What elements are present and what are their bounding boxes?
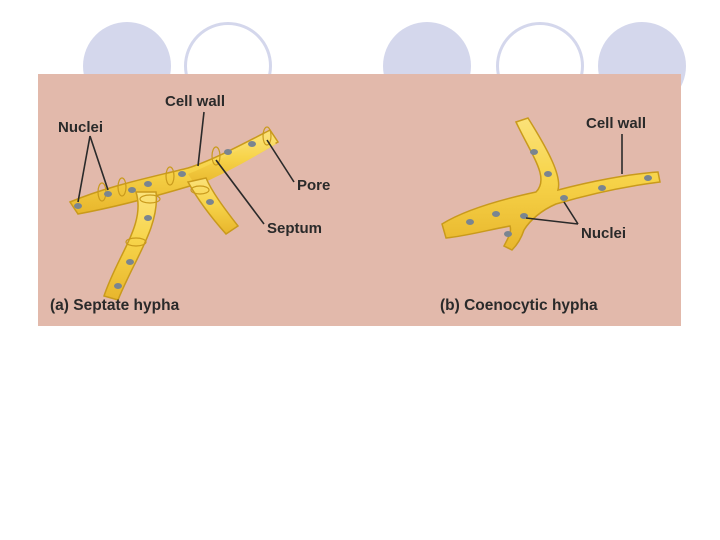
label-septum: Septum <box>267 220 323 237</box>
nucleus <box>530 149 538 155</box>
coenocytic-leader-lines <box>525 134 623 225</box>
nucleus <box>560 195 568 201</box>
septum-ring <box>190 185 210 195</box>
nucleus <box>544 171 552 177</box>
nucleus <box>248 141 256 147</box>
nucleus <box>126 259 134 265</box>
hypha-figure-panel: Nuclei Cell wall Pore Septum (a) Septate… <box>38 74 681 326</box>
septum-ring <box>165 166 175 186</box>
coenocytic-hypha <box>441 117 661 251</box>
nucleus <box>144 215 152 221</box>
nucleus <box>466 219 474 225</box>
nucleus <box>144 181 152 187</box>
septum-ring <box>262 126 272 146</box>
nucleus <box>128 187 136 193</box>
septate-short-branch <box>186 177 240 235</box>
septum-ring <box>139 194 161 204</box>
nucleus <box>520 213 528 219</box>
septate-lower-branch <box>103 191 158 301</box>
nucleus <box>492 211 500 217</box>
septum-ring <box>117 177 127 197</box>
label-pore: Pore <box>297 177 331 194</box>
label-cell-wall-coenocytic: Cell wall <box>586 115 647 132</box>
septate-nuclei <box>74 141 256 289</box>
nucleus <box>644 175 652 181</box>
label-cell-wall-septate: Cell wall <box>165 93 226 110</box>
nucleus <box>504 231 512 237</box>
septate-leader-lines <box>77 111 295 225</box>
nucleus <box>104 191 112 197</box>
caption-coenocytic-hypha: (b) Coenocytic hypha <box>440 297 598 314</box>
label-nuclei-coenocytic: Nuclei <box>581 225 627 242</box>
nucleus <box>224 149 232 155</box>
caption-septate-hypha: (a) Septate hypha <box>50 297 180 314</box>
nucleus <box>178 171 186 177</box>
septum-ring <box>211 146 221 166</box>
septate-hypha <box>68 111 295 301</box>
label-nuclei-septate: Nuclei <box>58 119 104 136</box>
coenocytic-body <box>441 117 661 251</box>
nucleus <box>74 203 82 209</box>
nucleus <box>206 199 214 205</box>
nucleus <box>114 283 122 289</box>
septum-ring <box>125 237 147 247</box>
nucleus <box>598 185 606 191</box>
hypha-illustration <box>68 111 661 301</box>
coenocytic-nuclei <box>466 149 652 237</box>
